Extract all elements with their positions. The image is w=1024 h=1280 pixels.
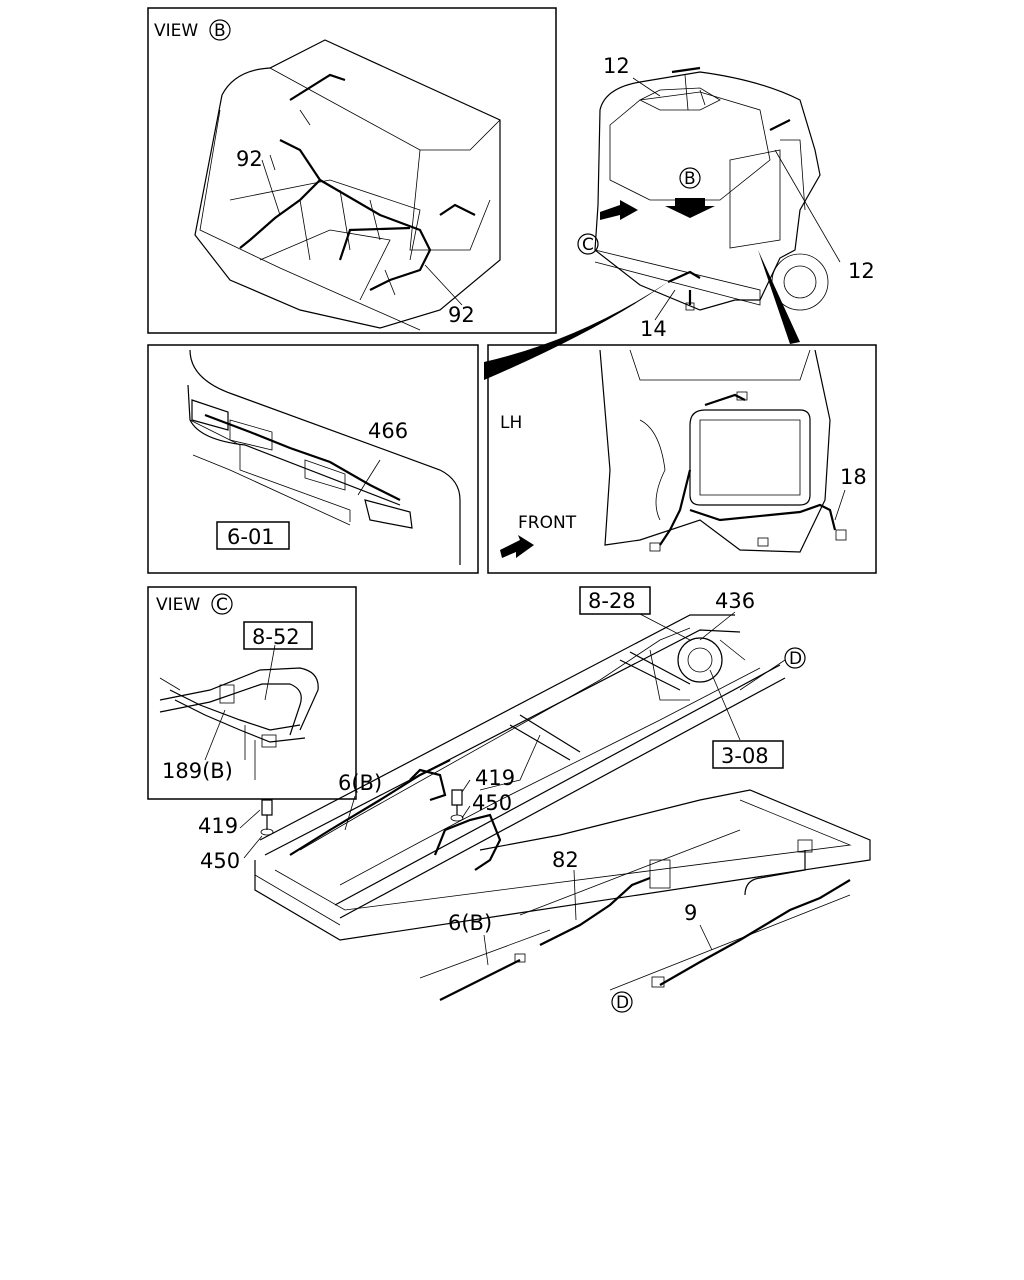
loose-harnesses: 6(B) 82 9 D (419, 829, 851, 1013)
callout-12-right: 12 (848, 259, 875, 283)
callout-6b-b: 6(B) (448, 911, 492, 935)
front-arrow-icon (500, 535, 534, 558)
front-label: FRONT (518, 513, 577, 533)
front-bumper-panel: 466 6-01 (147, 344, 479, 574)
marker-d-bottom: D (616, 993, 629, 1013)
callout-419-a: 419 (198, 814, 238, 838)
marker-b: B (684, 169, 696, 189)
callout-436: 436 (715, 589, 755, 613)
ref-6-01: 6-01 (227, 525, 275, 549)
view-c-marker: C (216, 595, 228, 615)
marker-c: C (582, 235, 594, 255)
lh-side-label: LH (500, 413, 522, 433)
ref-8-52: 8-52 (252, 625, 300, 649)
callout-18: 18 (840, 465, 867, 489)
marker-d-top: D (789, 649, 802, 669)
view-c-panel: VIEW C 8-52 189(B) (147, 586, 357, 800)
callout-9: 9 (684, 901, 697, 925)
callout-419-b: 419 (475, 766, 515, 790)
ref-3-08: 3-08 (721, 744, 769, 768)
ref-8-28: 8-28 (588, 589, 636, 613)
callout-450-b: 450 (472, 791, 512, 815)
callout-466: 466 (368, 419, 408, 443)
callout-450-a: 450 (200, 849, 240, 873)
view-b-panel: VIEW B 92 92 (147, 7, 557, 334)
callout-14: 14 (640, 317, 667, 341)
pointer-sweep-right (758, 250, 800, 344)
callout-82: 82 (552, 848, 579, 872)
view-b-marker: B (214, 21, 226, 41)
pointer-sweep-left (484, 282, 668, 380)
callout-6b-a: 6(B) (338, 771, 382, 795)
chassis-frame: 8-28 436 D 3-08 (198, 586, 871, 941)
callout-92-b: 92 (448, 303, 475, 327)
callout-92-a: 92 (236, 147, 263, 171)
callout-12-top: 12 (603, 54, 630, 78)
view-b-title: VIEW (154, 21, 198, 41)
view-c-title: VIEW (156, 595, 200, 615)
truck-cab-rear: B C 12 12 14 (577, 54, 875, 341)
lh-panel: LH FRONT 18 (487, 344, 877, 574)
callout-189b: 189(B) (162, 759, 233, 783)
